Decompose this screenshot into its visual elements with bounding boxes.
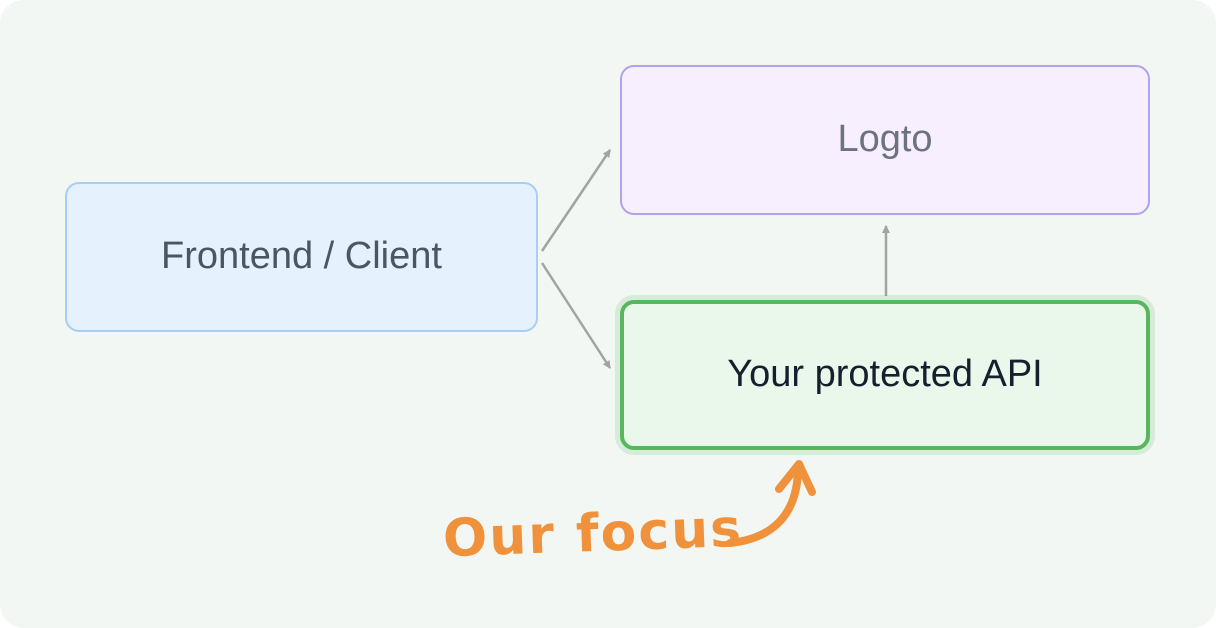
- node-logto-label: Logto: [837, 118, 933, 161]
- node-frontend-client: Frontend / Client: [65, 182, 538, 332]
- node-logto: Logto: [620, 65, 1150, 215]
- arrow-frontend-to-api: [540, 262, 612, 369]
- node-frontend-client-label: Frontend / Client: [161, 235, 442, 278]
- arrow-frontend-to-logto: [540, 149, 612, 252]
- node-protected-api-label: Your protected API: [727, 353, 1043, 396]
- node-protected-api: Your protected API: [620, 300, 1150, 450]
- our-focus-annotation: Our focus: [442, 498, 745, 570]
